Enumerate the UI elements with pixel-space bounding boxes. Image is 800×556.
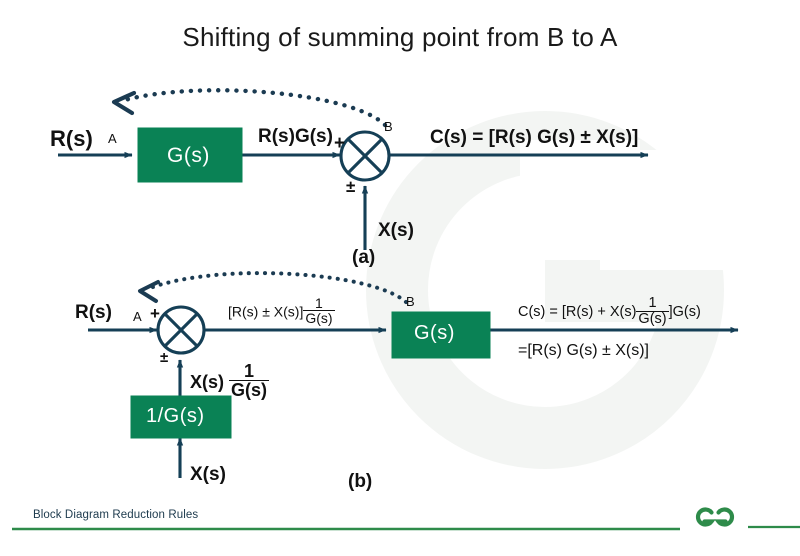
- diagram-a-block-label: G(s): [167, 144, 210, 167]
- diagram-b-node-b-label: B: [406, 294, 415, 309]
- diagram-b-feedback-signal-prefix: X(s): [190, 371, 225, 392]
- diagram-b-shift-arrow: [138, 271, 408, 304]
- diagram-b-block-gs: [391, 311, 491, 359]
- diagram-a-sum-sign-top: +: [334, 133, 346, 154]
- fraction-denominator: G(s): [303, 310, 335, 326]
- diagram-b-block-label: G(s): [414, 322, 455, 344]
- diagram-a-sum-sign-bottom: ±: [346, 177, 356, 196]
- diagram-b-mid-signal-prefix: [R(s) ± X(s)]: [228, 303, 304, 320]
- diagram-b-caption: (b): [348, 471, 373, 492]
- diagram-b-output-line2: =[R(s) G(s) ± X(s)]: [518, 342, 649, 359]
- diagram-b-node-a-label: A: [133, 309, 142, 324]
- diagram-a-node-a-label: A: [108, 131, 117, 146]
- fraction-numerator: 1: [244, 361, 255, 381]
- watermark-g: [366, 111, 730, 469]
- diagram-a-summing-junction: [339, 130, 391, 182]
- diagram-b-wires: [88, 326, 739, 478]
- fraction-denominator: G(s): [229, 380, 270, 400]
- geeksforgeeks-logo: [695, 507, 735, 527]
- diagram-b-block-inv-gs: [130, 395, 232, 439]
- diagram-b-sum-sign-bottom: ±: [160, 349, 169, 366]
- diagram-a-block-gs: [137, 127, 243, 183]
- diagram-b-input-label: R(s): [75, 302, 112, 323]
- diagram-a-node-b-label: B: [384, 119, 393, 134]
- diagram-a-wires: [58, 151, 649, 250]
- diagram-a-shift-arrow: [111, 88, 388, 128]
- diagram-a-disturbance-label: X(s): [378, 220, 414, 241]
- fraction-numerator: 1: [315, 295, 323, 311]
- diagram-a-mid-signal: R(s)G(s): [258, 126, 333, 147]
- fraction-numerator: 1: [648, 295, 657, 311]
- diagram-b-summing-junction: [156, 305, 206, 355]
- diagram-a-caption: (a): [352, 247, 376, 268]
- diagram-b-output-suffix: ]G(s): [668, 303, 701, 320]
- diagram-b-output-prefix: C(s) = [R(s) + X(s): [518, 303, 637, 320]
- diagram-a-input-label: R(s): [50, 126, 93, 151]
- page-title: Shifting of summing point from B to A: [182, 22, 618, 52]
- diagram-b-feedback-block-label: 1/G(s): [146, 405, 205, 427]
- diagram-a-output-label: C(s) = [R(s) G(s) ± X(s)]: [430, 127, 639, 148]
- footer-label: Block Diagram Reduction Rules: [33, 509, 199, 521]
- fraction-denominator: G(s): [636, 310, 669, 327]
- diagram-b-sum-sign-top: +: [150, 304, 160, 323]
- diagram-b-disturbance-label: X(s): [190, 464, 226, 485]
